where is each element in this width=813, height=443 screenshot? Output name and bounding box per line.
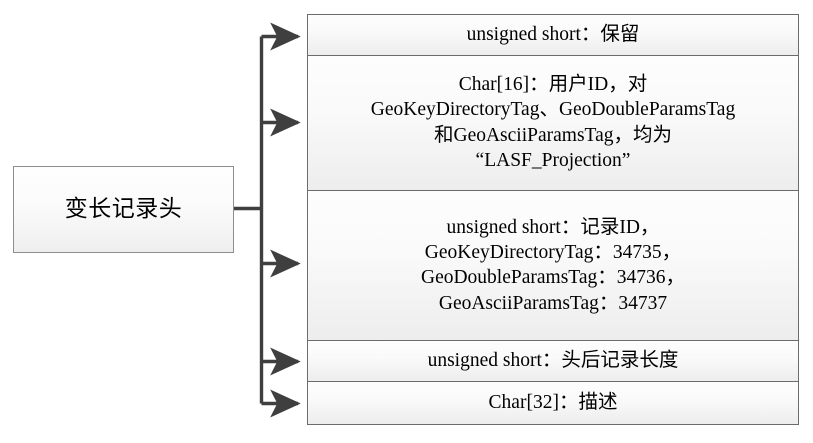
field-row-reserved[interactable]: unsigned short：保留: [308, 15, 798, 56]
field-row-record-id[interactable]: unsigned short：记录ID， GeoKeyDirectoryTag：…: [308, 190, 798, 342]
field-row-label: unsigned short：记录ID， GeoKeyDirectoryTag：…: [420, 216, 685, 314]
field-stack: unsigned short：保留 Char[16]：用户ID，对 GeoKey…: [307, 14, 799, 425]
source-node-label: 变长记录头: [64, 196, 183, 222]
field-row-user-id[interactable]: Char[16]：用户ID，对 GeoKeyDirectoryTag、GeoDo…: [308, 55, 798, 191]
field-row-label: unsigned short：保留: [466, 24, 640, 46]
field-row-label: unsigned short：头后记录长度: [427, 350, 679, 372]
field-row-description[interactable]: Char[32]：描述: [308, 382, 798, 424]
field-row-label: Char[16]：用户ID，对 GeoKeyDirectoryTag、GeoDo…: [370, 74, 736, 172]
field-row-label: Char[32]：描述: [488, 392, 618, 414]
source-node-variable-length-record-header[interactable]: 变长记录头: [13, 166, 234, 253]
field-row-record-length-after-header[interactable]: unsigned short：头后记录长度: [308, 341, 798, 383]
